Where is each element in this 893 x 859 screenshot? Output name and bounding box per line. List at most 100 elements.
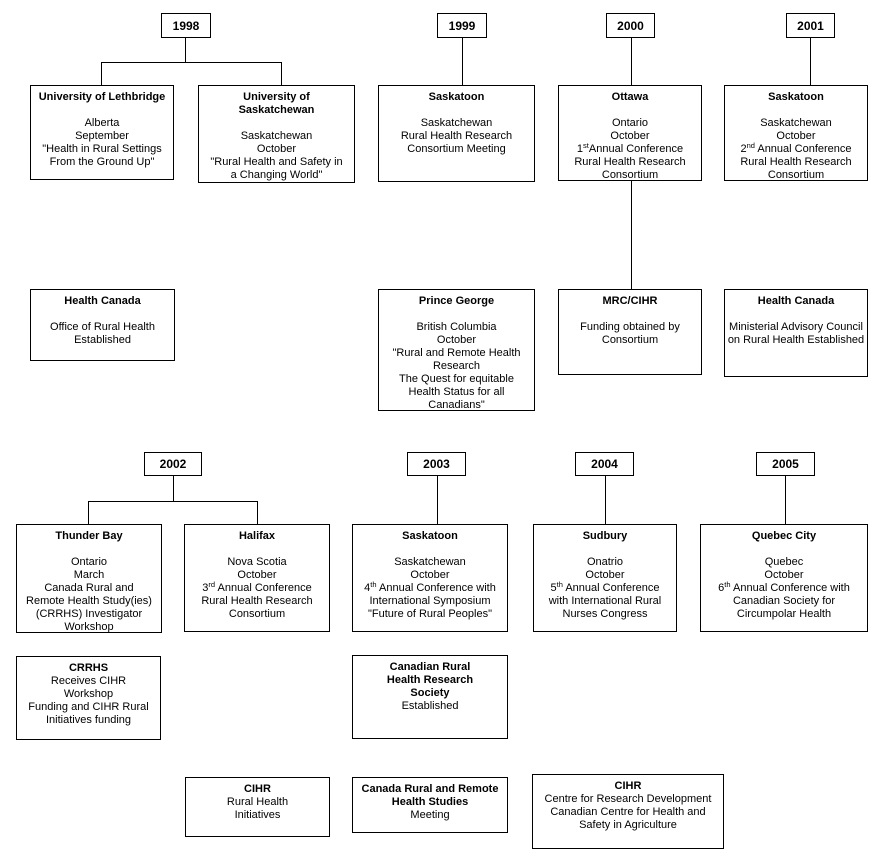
box-text-line: a Changing World"	[230, 169, 323, 181]
box-text-line: with International Rural	[548, 595, 662, 607]
year-box-2005: 2005	[756, 452, 815, 476]
connector-line-12	[437, 476, 438, 524]
title-body-spacer	[353, 543, 507, 556]
box-text-line: Initiatives	[234, 809, 281, 821]
box-title-line: Canada Rural and Remote	[361, 783, 499, 795]
box-title-line: Saskatoon	[768, 91, 824, 103]
box-title-line: Health Studies	[391, 796, 469, 808]
title-body-spacer	[725, 104, 867, 117]
box-text-line: Circumpolar Health	[736, 608, 832, 620]
box-text-line: "Future of Rural Peoples"	[368, 608, 492, 620]
box-title-line: Saskatoon	[402, 530, 458, 542]
connector-line-7	[631, 181, 632, 289]
box-text-line: Rural Health Research	[201, 595, 313, 607]
title-body-spacer	[725, 308, 867, 321]
box-text-line: 6th Annual Conference with	[718, 580, 850, 594]
box-text-line: Funding and CIHR Rural	[28, 701, 149, 713]
title-body-spacer	[31, 308, 174, 321]
year-label: 2004	[591, 457, 618, 471]
box-text-line: October	[585, 569, 625, 581]
box-text-line: Saskatchewan	[760, 117, 832, 129]
box-text-line: Canada Rural and	[44, 582, 134, 594]
box-title-line: Halifax	[238, 530, 276, 542]
box-title-line: Society	[410, 687, 450, 699]
box-title-line: Health Research	[386, 674, 474, 686]
box-title-line: Sudbury	[582, 530, 628, 542]
connector-line-0	[185, 38, 186, 63]
connector-line-6	[810, 38, 811, 85]
box-text-line: Office of Rural Health	[50, 321, 155, 333]
box-text-line: Workshop	[64, 621, 114, 633]
box-text-line: Saskatchewan	[394, 556, 466, 568]
box-text-line: Canadians"	[428, 399, 485, 411]
year-label: 1999	[448, 18, 476, 33]
box-title-line: Saskatoon	[428, 91, 485, 103]
box-text-line: (CRRHS) Investigator	[35, 608, 143, 620]
box-title-line: Health Canada	[757, 295, 835, 307]
box-text-line: Consortium	[601, 169, 659, 181]
box-text-line: Centre for Research Development	[544, 793, 712, 805]
year-box-2003: 2003	[407, 452, 466, 476]
box-text-line: Consortium	[228, 608, 286, 620]
box-title-line: Saskatchewan	[238, 104, 315, 116]
title-body-spacer	[559, 308, 701, 321]
box-text-line: Receives CIHR	[50, 675, 127, 687]
box-title-line: CIHR	[244, 783, 271, 795]
title-body-spacer	[185, 543, 329, 556]
ordinal-superscript: th	[370, 580, 377, 589]
box-title-line: Health Canada	[64, 295, 141, 307]
box-text-line: October	[776, 130, 816, 142]
connector-line-9	[88, 501, 257, 502]
box-title-line: MRC/CIHR	[602, 295, 658, 307]
year-label: 2001	[797, 18, 824, 33]
box-text-line: Workshop	[63, 688, 114, 700]
box-text-line: October	[610, 130, 650, 142]
year-label: 2005	[772, 457, 799, 471]
title-body-spacer	[559, 104, 701, 117]
box-text-line: Ontario	[611, 117, 649, 129]
box-title-line: Thunder Bay	[55, 530, 123, 542]
connector-line-1	[101, 62, 281, 63]
box-text-line: Health Status for all	[408, 386, 505, 398]
connector-line-8	[173, 476, 174, 501]
box-text-line: Consortium	[601, 334, 659, 346]
year-box-1998: 1998	[161, 13, 211, 38]
year-label: 2000	[617, 18, 644, 33]
year-box-1999: 1999	[437, 13, 487, 38]
box-text-line: Remote Health Study(ies)	[26, 595, 152, 607]
box-text-line: 1stAnnual Conference	[576, 141, 684, 155]
box-title-line: Quebec City	[751, 530, 817, 542]
box-text-line: 3rd Annual Conference	[202, 580, 312, 594]
year-box-2001: 2001	[786, 13, 835, 38]
ordinal-superscript: st	[583, 141, 589, 150]
box-title-line: CRRHS	[68, 662, 109, 674]
box-text-line: Onatrio	[586, 556, 624, 568]
box-text-line: Nurses Congress	[562, 608, 648, 620]
connector-line-2	[101, 62, 102, 85]
box-text-line: The Quest for equitable	[399, 373, 514, 385]
title-body-spacer	[31, 104, 173, 117]
box-text-line: Rural Health Research	[574, 156, 686, 168]
connector-line-3	[281, 62, 282, 85]
box-text-line: Ministerial Advisory Council	[729, 321, 863, 333]
box-text-line: "Rural and Remote Health	[392, 347, 521, 359]
title-body-spacer	[534, 543, 676, 556]
box-text-line: Ontario	[70, 556, 108, 568]
title-body-spacer	[17, 543, 161, 556]
box-text-line: 4th Annual Conference with	[364, 580, 496, 594]
box-text-line: Nova Scotia	[227, 556, 287, 568]
